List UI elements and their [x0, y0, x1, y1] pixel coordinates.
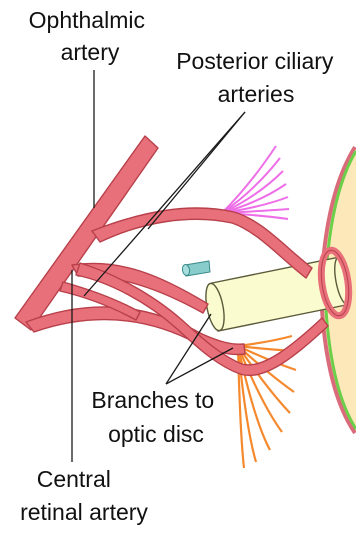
label-ophthalmic-line1: Ophthalmic — [29, 7, 145, 33]
label-ophthalmic-line2: artery — [61, 39, 120, 65]
label-central-retinal-artery: Central retinal artery — [20, 466, 148, 525]
label-central-line1: Central — [37, 466, 111, 492]
label-ciliary-line1: Posterior ciliary — [176, 48, 334, 74]
label-ciliary-line2: arteries — [218, 81, 295, 107]
label-central-line2: retinal artery — [20, 499, 148, 525]
posterior-ciliary-fan-upper — [222, 146, 289, 219]
label-posterior-ciliary-arteries: Posterior ciliary arteries — [176, 48, 340, 107]
label-branches-line2: optic disc — [108, 421, 204, 447]
label-branches-line1: Branches to — [91, 387, 214, 413]
label-ophthalmic-artery: Ophthalmic artery — [29, 7, 152, 65]
ciliary-vessel — [238, 336, 292, 346]
ophthalmic-artery — [15, 136, 158, 330]
central-retinal-vessel — [182, 261, 210, 276]
label-branches-to-optic-disc: Branches to optic disc — [91, 387, 220, 447]
